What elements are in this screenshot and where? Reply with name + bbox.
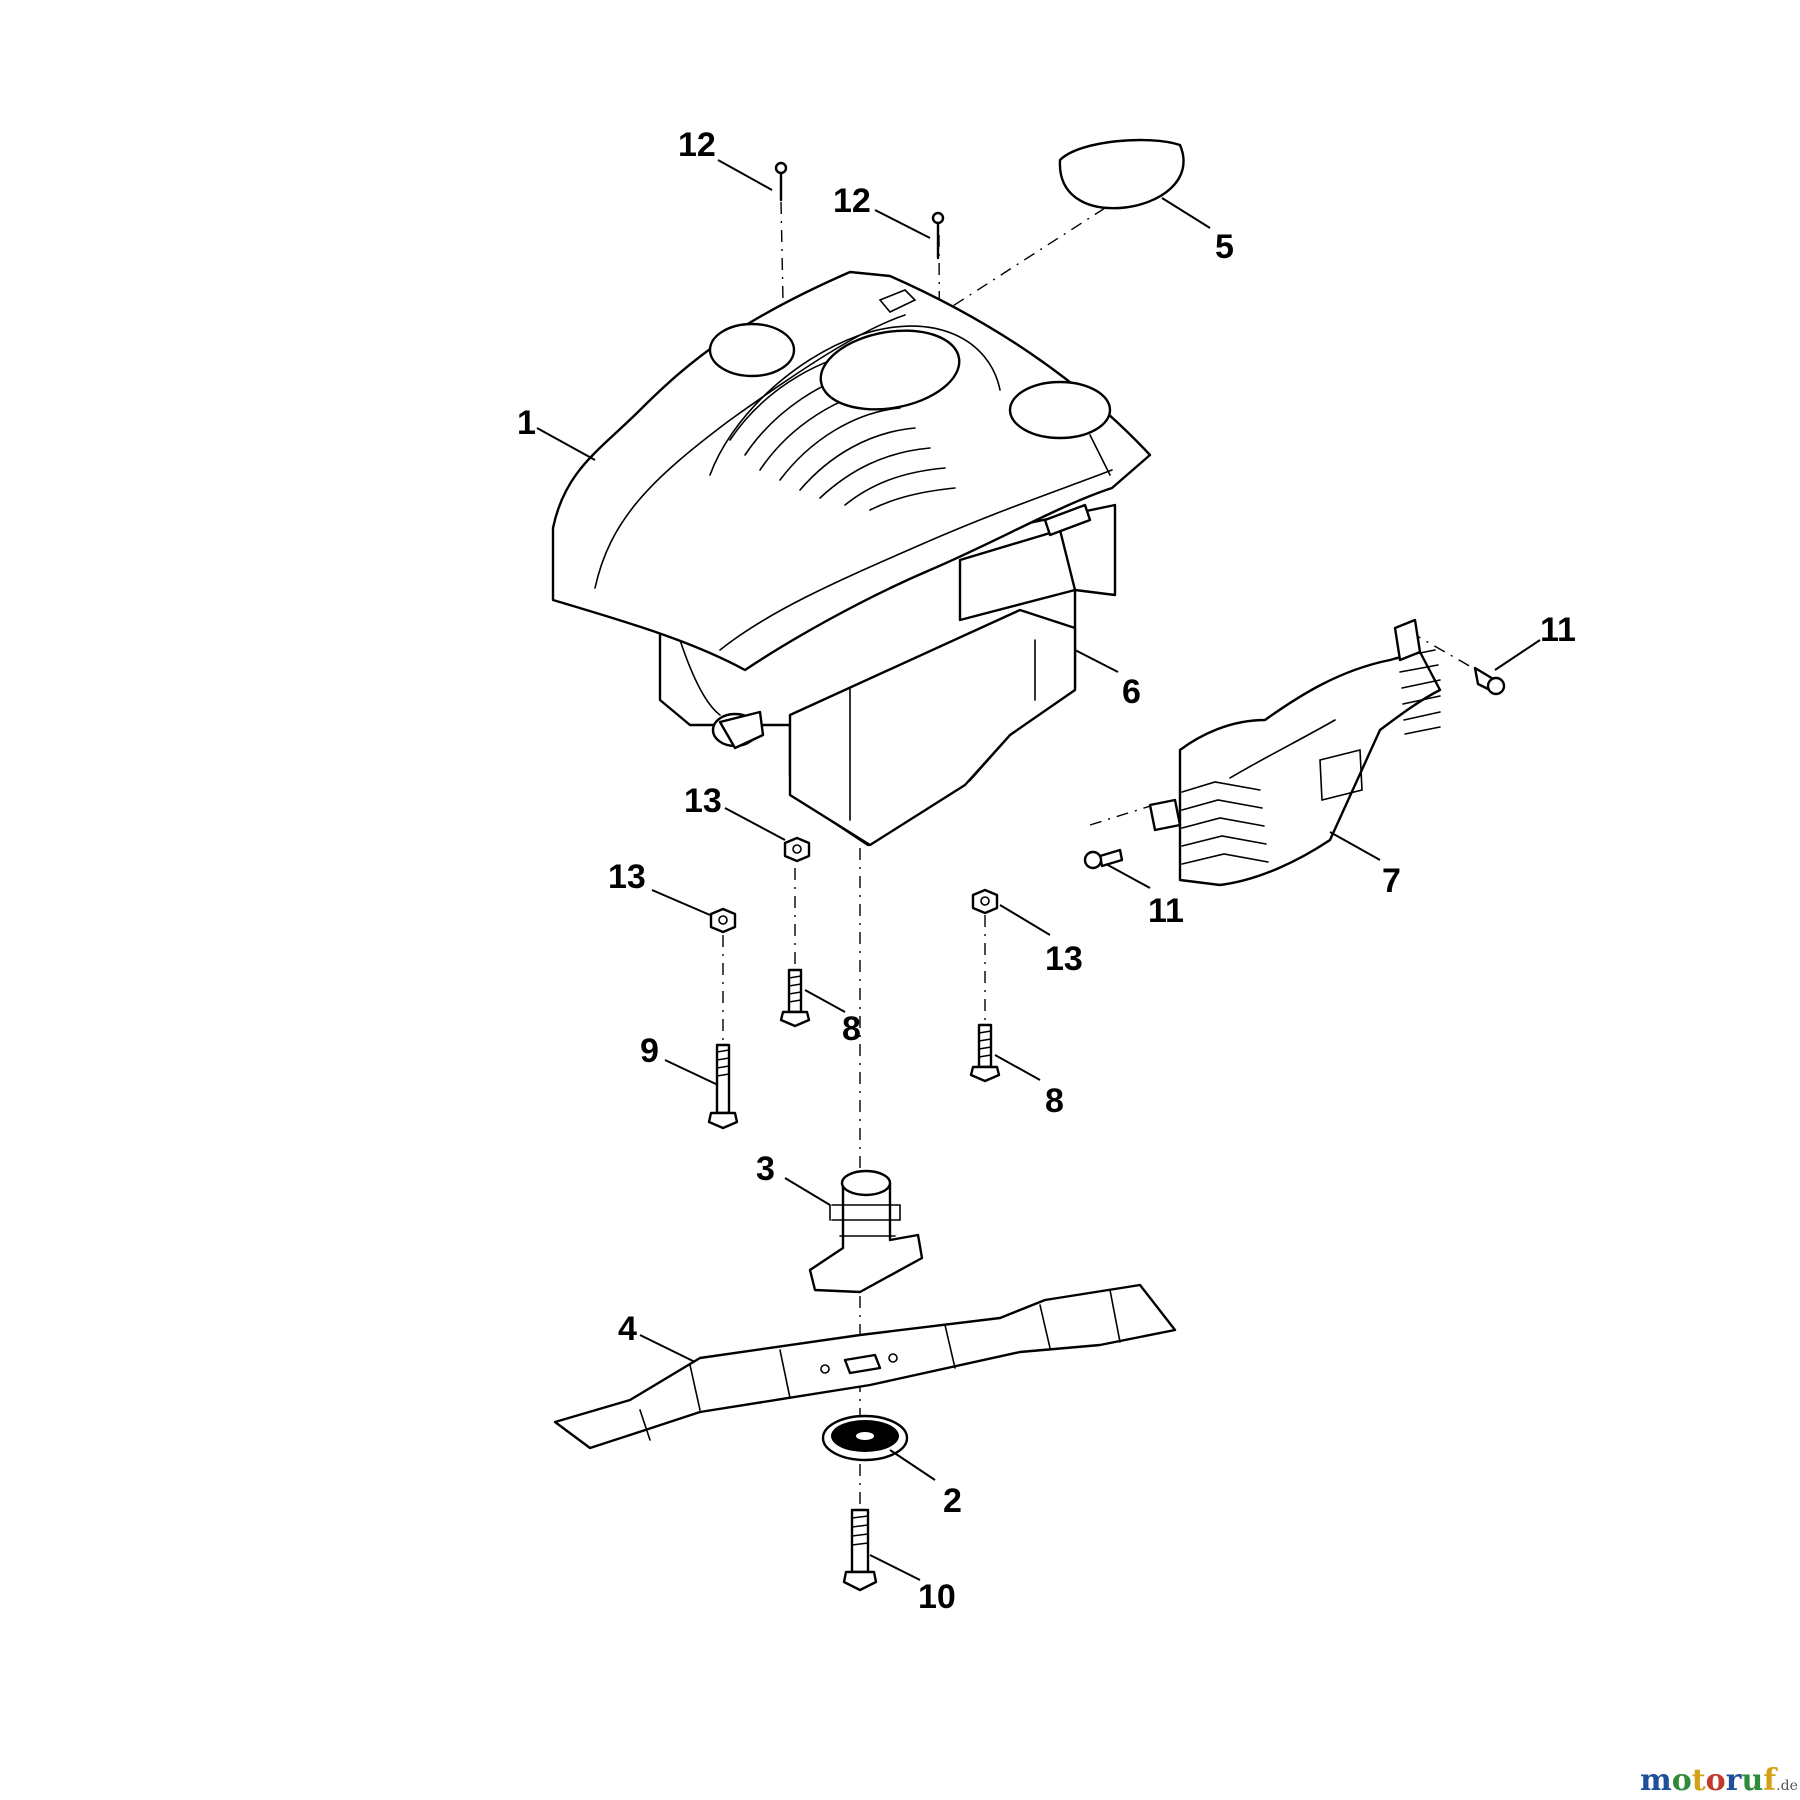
nut-left <box>709 907 737 934</box>
callout-13-right: 13 <box>1045 940 1083 978</box>
callout-13-center: 13 <box>684 782 722 820</box>
engine-bolt-b <box>969 1023 1001 1083</box>
callout-12-right: 12 <box>833 182 871 220</box>
exhaust-guard <box>1148 618 1442 887</box>
watermark-letter: f <box>1763 1763 1778 1798</box>
watermark-suffix: .de <box>1776 1778 1798 1794</box>
callout-8-a: 8 <box>842 1010 861 1048</box>
callout-13-left: 13 <box>608 858 646 896</box>
guard-screw-bottom <box>1083 848 1124 870</box>
cover-screw-right <box>931 211 945 260</box>
callout-9: 9 <box>640 1032 659 1070</box>
callout-7: 7 <box>1382 862 1401 900</box>
watermark-letter: r <box>1726 1763 1743 1798</box>
callout-10: 10 <box>918 1578 956 1616</box>
callout-8-b: 8 <box>1045 1082 1064 1120</box>
watermark-letter: u <box>1741 1763 1763 1798</box>
leader-lines <box>536 159 1541 1581</box>
engine-cover <box>551 270 1152 672</box>
blade-washer <box>821 1414 909 1462</box>
cutting-blade <box>553 1283 1177 1450</box>
guard-screw-top <box>1473 666 1506 696</box>
callouts: 12 12 5 1 6 11 7 11 13 13 13 8 8 9 3 4 2… <box>517 126 1576 1616</box>
callout-5: 5 <box>1215 228 1234 266</box>
blade-bolt <box>842 1508 878 1592</box>
engine-bolt-a <box>779 968 811 1028</box>
watermark-letter: t <box>1692 1763 1706 1798</box>
watermark-logo: motoruf.de <box>1640 1763 1798 1798</box>
callout-3: 3 <box>756 1150 775 1188</box>
callout-12-left: 12 <box>678 126 716 164</box>
callout-2: 2 <box>943 1482 962 1520</box>
callout-1: 1 <box>517 404 536 442</box>
callout-4: 4 <box>618 1310 637 1348</box>
blade-adapter <box>808 1169 924 1294</box>
watermark-letter: o <box>1706 1763 1726 1798</box>
long-bolt <box>707 1043 739 1130</box>
watermark-letter: m <box>1640 1763 1672 1798</box>
watermark-letter: o <box>1672 1763 1692 1798</box>
callout-6: 6 <box>1122 673 1141 711</box>
callout-11-top: 11 <box>1540 611 1576 649</box>
cover-label <box>1058 138 1185 210</box>
nut-right <box>971 888 999 915</box>
callout-11-bottom: 11 <box>1148 892 1184 930</box>
nut-center <box>783 836 811 863</box>
cover-screw-left <box>774 161 788 202</box>
